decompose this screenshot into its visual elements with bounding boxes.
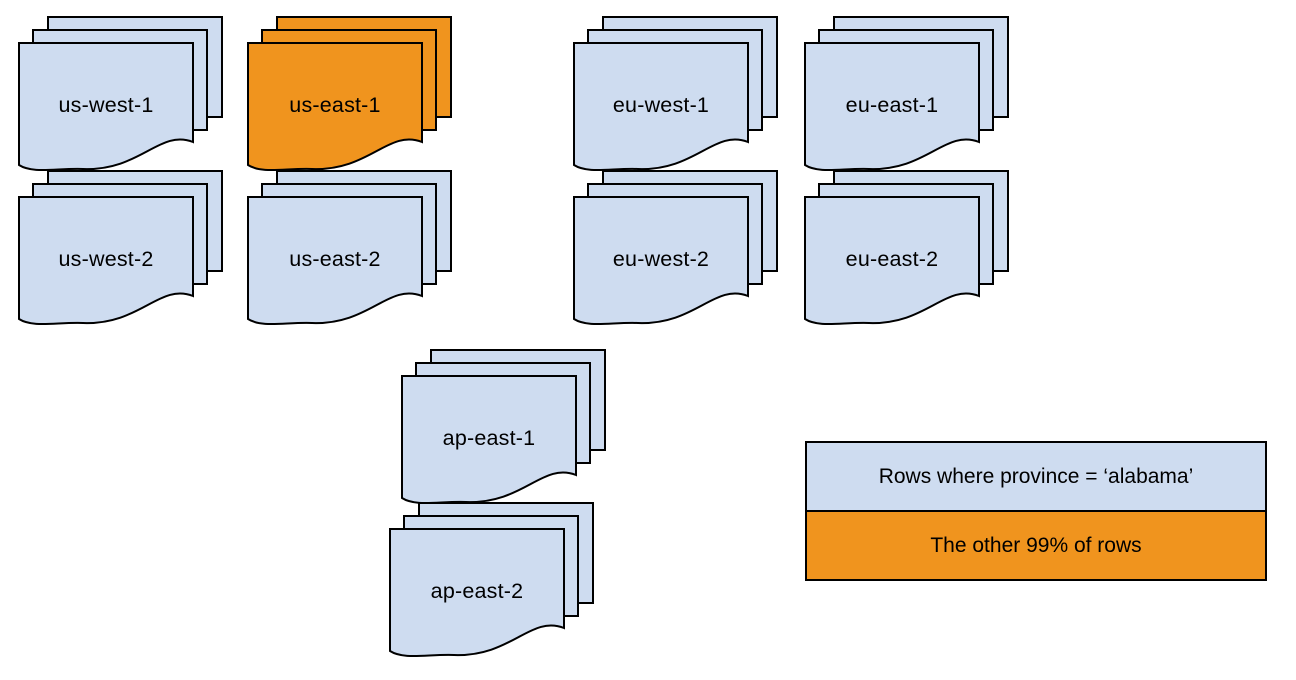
region-label: us-east-1 <box>289 92 381 117</box>
region-stack-eu-east-1: eu-east-1 <box>803 16 1015 174</box>
region-label: eu-east-2 <box>845 246 939 271</box>
document-stack-icon <box>804 170 1009 326</box>
region-stack-eu-east-2: eu-east-2 <box>803 170 1015 328</box>
region-label: us-west-2 <box>58 246 154 271</box>
region-label: eu-east-1 <box>845 92 939 117</box>
region-label: eu-west-2 <box>612 246 710 271</box>
document-stack-icon <box>573 170 778 326</box>
document-stack-icon <box>247 16 452 172</box>
region-label: ap-east-1 <box>442 425 536 450</box>
document-stack-icon <box>18 16 223 172</box>
legend: Rows where province = ‘alabama’ The othe… <box>805 441 1267 581</box>
region-stack-us-east-1: us-east-1 <box>246 16 458 174</box>
document-stack-icon <box>804 16 1009 172</box>
front-document-shape <box>247 196 423 326</box>
region-stack-us-east-2: us-east-2 <box>246 170 458 328</box>
front-document-shape <box>389 528 565 658</box>
document-stack-icon <box>573 16 778 172</box>
front-document-shape <box>804 196 980 326</box>
document-stack-icon <box>247 170 452 326</box>
region-stack-eu-west-1: eu-west-1 <box>572 16 784 174</box>
legend-row: The other 99% of rows <box>805 510 1267 581</box>
region-stack-ap-east-1: ap-east-1 <box>400 349 612 507</box>
region-stack-us-west-1: us-west-1 <box>17 16 229 174</box>
region-label: ap-east-2 <box>430 578 524 603</box>
region-stack-eu-west-2: eu-west-2 <box>572 170 784 328</box>
region-label: us-west-1 <box>58 92 154 117</box>
legend-row-label: Rows where province = ‘alabama’ <box>878 464 1194 488</box>
region-label: eu-west-1 <box>612 92 710 117</box>
region-stack-ap-east-2: ap-east-2 <box>388 502 600 660</box>
legend-row-label: The other 99% of rows <box>930 533 1142 557</box>
front-document-shape <box>804 42 980 172</box>
region-stack-us-west-2: us-west-2 <box>17 170 229 328</box>
front-document-shape <box>247 42 423 172</box>
front-document-shape <box>401 375 577 505</box>
document-stack-icon <box>18 170 223 326</box>
front-document-shape <box>18 196 194 326</box>
front-document-shape <box>18 42 194 172</box>
front-document-shape <box>573 42 749 172</box>
front-document-shape <box>573 196 749 326</box>
region-label: us-east-2 <box>289 246 381 271</box>
document-stack-icon <box>401 349 606 505</box>
document-stack-icon <box>389 502 594 658</box>
legend-row: Rows where province = ‘alabama’ <box>805 441 1267 512</box>
